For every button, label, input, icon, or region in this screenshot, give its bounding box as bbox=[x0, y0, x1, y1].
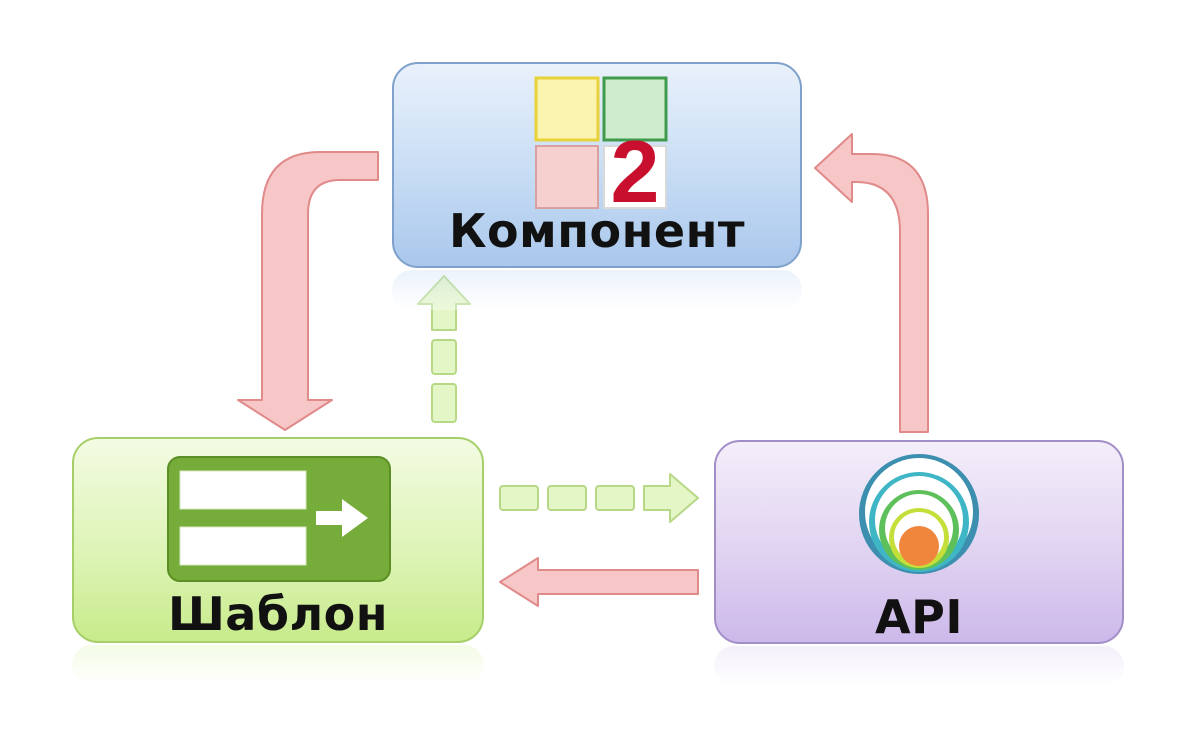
dash-segment bbox=[431, 339, 457, 375]
template-label: Шаблон bbox=[167, 587, 389, 641]
api-node: API bbox=[714, 440, 1124, 644]
concentric-circles-icon bbox=[859, 454, 979, 574]
dash-arrowhead bbox=[643, 473, 699, 523]
four-square-grid-icon: 2 bbox=[534, 76, 668, 212]
component-node: 2 Компонент bbox=[392, 62, 802, 268]
form-arrow-icon bbox=[167, 456, 391, 582]
dash-arrowhead bbox=[417, 275, 471, 331]
arrow-template-to-component-dashed bbox=[417, 275, 471, 423]
template-node: Шаблон bbox=[72, 437, 484, 643]
arrow-component-to-template bbox=[237, 151, 379, 431]
template-reflection bbox=[72, 645, 484, 685]
arrow-api-to-component bbox=[814, 133, 929, 433]
component-badge-number: 2 bbox=[611, 122, 660, 212]
api-label: API bbox=[875, 590, 963, 644]
component-label: Компонент bbox=[448, 204, 746, 258]
dash-segment bbox=[547, 485, 587, 511]
dash-segment bbox=[431, 383, 457, 423]
arrow-api-to-template bbox=[499, 557, 699, 607]
dash-segment bbox=[595, 485, 635, 511]
api-reflection bbox=[714, 646, 1124, 686]
arrow-template-to-api-dashed bbox=[499, 473, 699, 523]
dash-segment bbox=[499, 485, 539, 511]
component-reflection bbox=[392, 270, 802, 310]
